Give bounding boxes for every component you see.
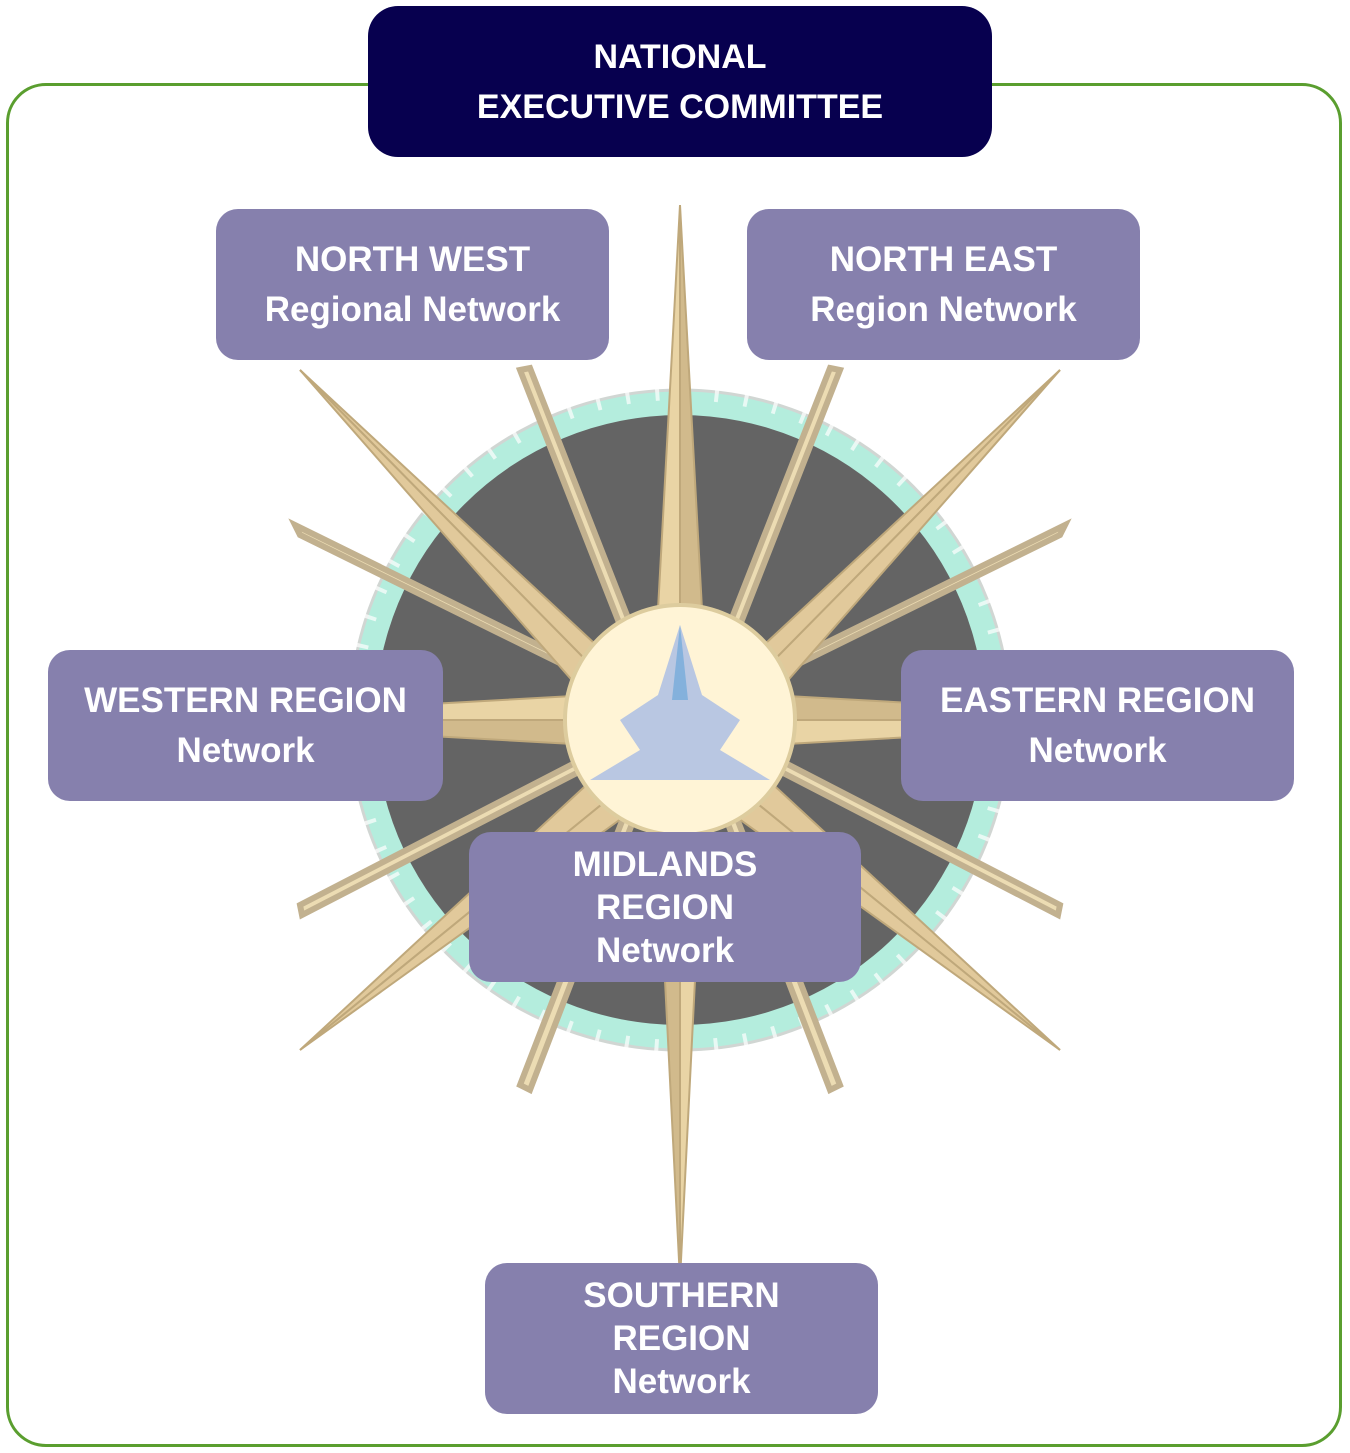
midlands-region-box: MIDLANDS REGION Network — [469, 832, 861, 982]
eastern-region-box: EASTERN REGION Network — [901, 650, 1294, 801]
southern-region-box: SOUTHERN REGION Network — [485, 1263, 878, 1414]
national-executive-committee-box: NATIONAL EXECUTIVE COMMITTEE — [368, 6, 992, 157]
western-region-box: WESTERN REGION Network — [48, 650, 443, 801]
western-subtitle: Network — [176, 730, 315, 770]
north-east-subtitle: Region Network — [810, 289, 1077, 329]
nec-line-2: EXECUTIVE COMMITTEE — [476, 87, 884, 126]
nec-line-1: NATIONAL — [593, 37, 767, 76]
western-title: WESTERN REGION — [84, 680, 407, 720]
southern-line-2: REGION — [612, 1319, 751, 1358]
north-west-subtitle: Regional Network — [264, 289, 561, 329]
north-west-region-box: NORTH WEST Regional Network — [216, 209, 609, 360]
southern-line-1: SOUTHERN — [583, 1276, 780, 1315]
midlands-line-3: Network — [595, 930, 735, 970]
north-east-region-box: NORTH EAST Region Network — [747, 209, 1140, 360]
eastern-subtitle: Network — [1028, 730, 1167, 770]
north-east-title: NORTH EAST — [829, 239, 1058, 279]
eastern-title: EASTERN REGION — [939, 680, 1256, 720]
midlands-line-1: MIDLANDS — [572, 844, 758, 884]
southern-line-3: Network — [612, 1362, 751, 1401]
midlands-line-2: REGION — [595, 887, 735, 927]
north-west-title: NORTH WEST — [294, 239, 531, 279]
